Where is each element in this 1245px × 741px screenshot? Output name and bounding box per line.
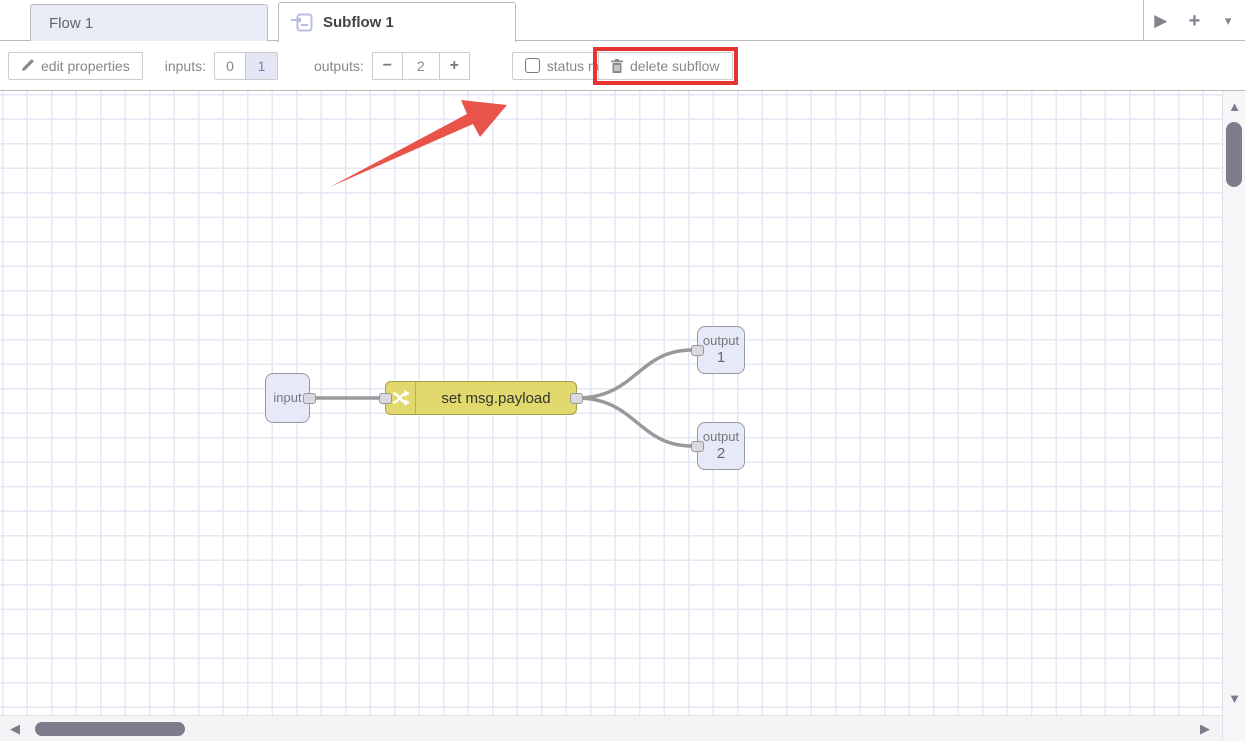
inputs-option-0[interactable]: 0: [214, 52, 246, 79]
wire-layer: [309, 348, 693, 448]
horizontal-scrollbar[interactable]: ◀ ▶: [0, 715, 1222, 741]
outputs-label: outputs:: [313, 57, 364, 74]
add-flow-button[interactable]: +: [1188, 9, 1201, 32]
workspace-tabbar: Flow 1 Subflow 1 ▶ + ▾: [0, 0, 1245, 42]
edit-properties-button[interactable]: edit properties: [8, 51, 143, 80]
change-node-label: set msg.payload: [441, 389, 551, 407]
subflow-output-1-port[interactable]: [691, 345, 704, 356]
flow-canvas[interactable]: input set msg.payload output 1: [0, 91, 1222, 715]
subflow-output-2-port[interactable]: [691, 441, 704, 452]
tab-list-menu-icon[interactable]: ▾: [1224, 13, 1232, 28]
delete-subflow-label: delete subflow: [630, 58, 720, 74]
vertical-scrollbar-thumb[interactable]: [1226, 122, 1242, 187]
subflow-output-2-node[interactable]: output 2: [691, 422, 745, 470]
outputs-spinner: − 2 +: [371, 51, 470, 80]
vertical-scrollbar[interactable]: ▲ ▼: [1222, 91, 1245, 741]
tab-flow-1[interactable]: Flow 1: [30, 4, 268, 41]
inputs-label: inputs:: [164, 57, 206, 74]
wire-change-to-output1[interactable]: [576, 348, 693, 400]
scroll-down-icon[interactable]: ▼: [1228, 691, 1241, 706]
trash-icon: [611, 59, 623, 73]
inputs-option-1[interactable]: 1: [245, 52, 277, 79]
subflow-output-1-node[interactable]: output 1: [691, 326, 745, 374]
delete-subflow-highlight-box: delete subflow: [593, 47, 738, 85]
outputs-increment-button[interactable]: +: [438, 51, 470, 80]
subflow-output-1-label: output: [702, 332, 740, 348]
tab-scroll-right-icon[interactable]: ▶: [1154, 11, 1168, 30]
pencil-icon: [21, 59, 34, 72]
scroll-left-icon[interactable]: ◀: [10, 721, 20, 736]
change-node-input-port[interactable]: [379, 393, 392, 404]
subflow-icon: [291, 13, 313, 33]
subflow-output-2-label: output: [702, 428, 740, 444]
change-node-output-port[interactable]: [570, 393, 583, 404]
delete-subflow-button[interactable]: delete subflow: [598, 52, 733, 80]
edit-properties-label: edit properties: [41, 57, 130, 74]
subflow-input-node-port[interactable]: [303, 393, 316, 404]
tab-subflow-1-label: Subflow 1: [323, 14, 394, 31]
scroll-up-icon[interactable]: ▲: [1228, 99, 1241, 114]
inputs-toggle-group: 0 1: [213, 51, 278, 80]
wire-change-to-output2[interactable]: [576, 396, 693, 448]
shuffle-icon: [386, 382, 416, 414]
change-node[interactable]: set msg.payload: [379, 381, 583, 415]
tabbar-controls: ▶ + ▾: [1143, 0, 1245, 41]
subflow-input-node[interactable]: input: [265, 373, 316, 423]
horizontal-scrollbar-thumb[interactable]: [35, 722, 185, 736]
subflow-toolbar: edit properties inputs: 0 1 outputs: − 2…: [0, 41, 1245, 91]
tab-subflow-1[interactable]: Subflow 1: [278, 2, 516, 42]
outputs-decrement-button[interactable]: −: [371, 51, 403, 80]
outputs-value[interactable]: 2: [402, 51, 439, 80]
status-node-checkbox[interactable]: [524, 58, 540, 73]
subflow-output-2-number: 2: [716, 444, 726, 462]
tab-flow-1-label: Flow 1: [49, 14, 94, 32]
scroll-right-h-icon[interactable]: ▶: [1200, 721, 1210, 736]
subflow-output-1-number: 1: [716, 348, 726, 366]
subflow-input-node-label: input: [273, 389, 302, 405]
